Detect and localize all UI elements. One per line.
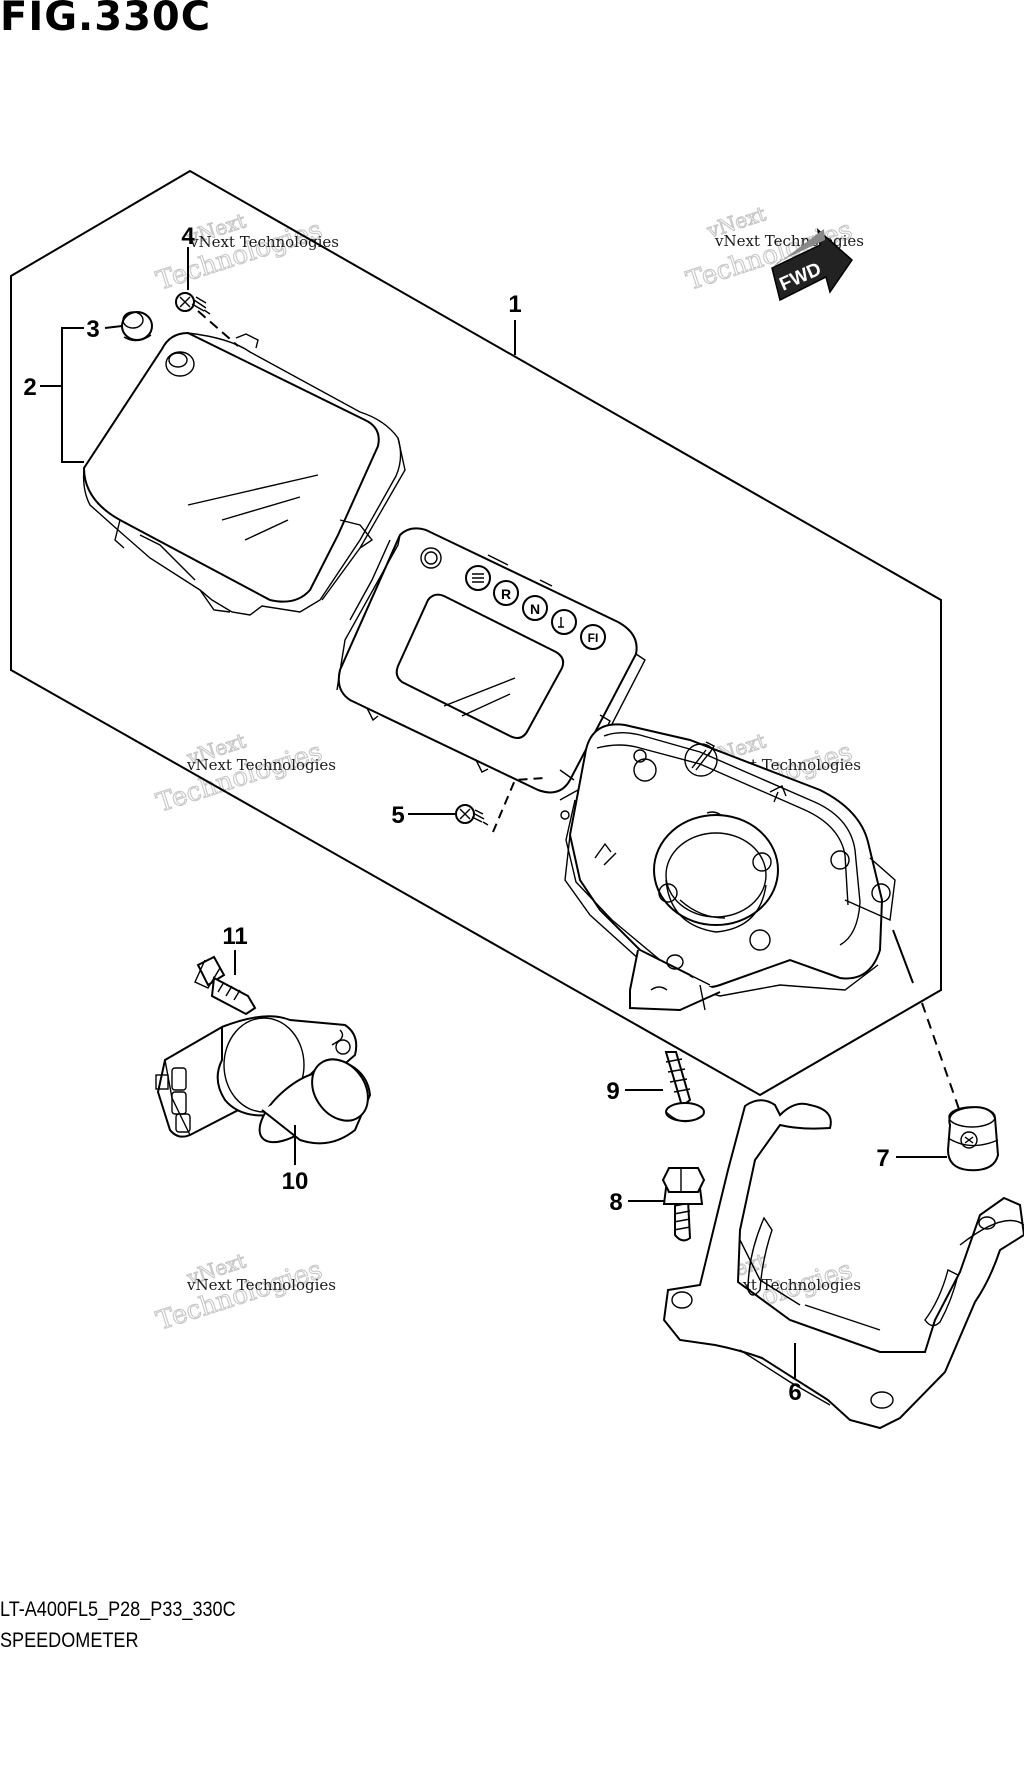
- assembly-boundary-outline: [10, 169, 942, 1097]
- callout-7-dashed: [921, 1002, 961, 1113]
- part-6-bracket: [662, 1099, 1024, 1430]
- callout-7: 7: [876, 1145, 889, 1172]
- callout-5-dashed: [492, 777, 546, 833]
- callout-11: 11: [222, 923, 247, 950]
- callout-5: 5: [391, 802, 404, 829]
- part-7-grommet: [946, 1106, 1000, 1172]
- callout-7-link: [892, 929, 914, 984]
- callout-2: 2: [23, 374, 36, 401]
- part-3-cap: [121, 311, 153, 342]
- part-4-screw: [175, 292, 211, 315]
- diagram-code: LT-A400FL5_P28_P33_330C: [0, 1598, 236, 1621]
- watermark-text: vNext Technologies: [189, 233, 339, 251]
- watermark: vNext Technologies vNext Technologies: [152, 208, 339, 297]
- watermark-text: vNext Technologies: [186, 1276, 336, 1294]
- forward-arrow-icon: FWD: [771, 228, 853, 302]
- display-panel: R N FI: [336, 527, 646, 801]
- indicator-n: N: [530, 601, 540, 617]
- callout-2-bracket: [61, 327, 84, 463]
- callout-9: 9: [606, 1078, 619, 1105]
- part-9-tapping-screw: [664, 1051, 705, 1123]
- part-11-bolt: [194, 955, 257, 1016]
- callout-3: 3: [86, 316, 99, 343]
- callout-6: 6: [788, 1379, 801, 1406]
- watermark-text: vNext Technologies: [186, 756, 336, 774]
- callout-4: 4: [181, 223, 195, 250]
- callout-4-dashed: [197, 310, 239, 347]
- diagram-name: SPEEDOMETER: [0, 1629, 139, 1652]
- part-2-meter-cover: [82, 331, 406, 616]
- part-8-bolt: [661, 1167, 706, 1242]
- part-5-screw: [455, 804, 489, 826]
- indicator-r: R: [501, 586, 511, 602]
- watermark-text: vNext Technologies: [714, 232, 864, 250]
- watermark: vNext Technologies vNext Technologies: [152, 728, 336, 819]
- callout-1: 1: [508, 291, 521, 318]
- figure-title: FIG.330C: [0, 0, 212, 40]
- callout-10: 10: [282, 1168, 309, 1195]
- meter-case-housing: [560, 723, 896, 1012]
- part-10-speed-sensor: [155, 1015, 372, 1145]
- watermark: vNext Technologies vNext Technologies: [152, 1248, 336, 1337]
- indicator-fi: FI: [588, 631, 599, 645]
- callout-8: 8: [609, 1189, 622, 1216]
- callout-3-leader: [104, 325, 123, 329]
